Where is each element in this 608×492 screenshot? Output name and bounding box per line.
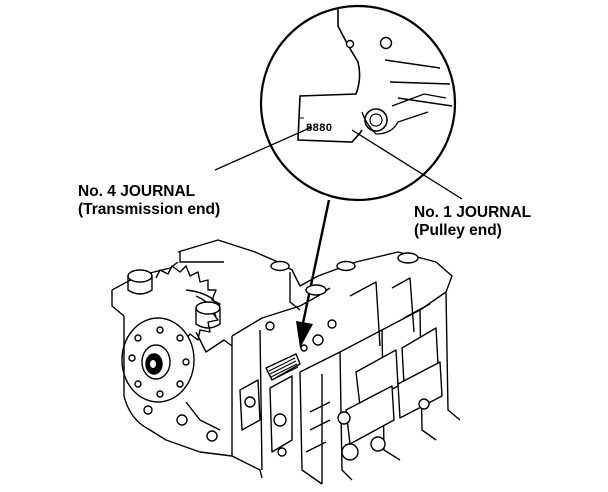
journal-4-subtitle: (Transmission end) bbox=[78, 201, 220, 218]
journal-code-plate bbox=[265, 353, 301, 381]
journal-1-title: No. 1 JOURNAL bbox=[414, 204, 531, 221]
block-top-outline bbox=[177, 239, 453, 293]
callout-journal-4: No. 4 JOURNAL (Transmission end) bbox=[78, 183, 220, 218]
inset-circle bbox=[259, 4, 457, 202]
inset-casting-edge bbox=[297, 8, 363, 143]
leader-lines bbox=[214, 126, 463, 200]
head-bolt-left-1 bbox=[127, 269, 153, 295]
leader-journal-1 bbox=[351, 129, 463, 200]
leader-journal-4 bbox=[214, 126, 313, 171]
journal-4-title: No. 4 JOURNAL bbox=[78, 183, 195, 200]
arrow-head bbox=[296, 321, 313, 348]
callout-journal-1: No. 1 JOURNAL (Pulley end) bbox=[414, 204, 531, 239]
inset-small-hole-1 bbox=[345, 39, 355, 49]
inset-small-hole-2 bbox=[379, 36, 393, 50]
crankshaft-pulley bbox=[121, 317, 195, 403]
journal-1-subtitle: (Pulley end) bbox=[414, 222, 502, 239]
magnified-inset: 8880 bbox=[259, 4, 457, 202]
head-bolt-left-2 bbox=[195, 301, 221, 329]
block-front-face bbox=[231, 336, 263, 479]
journal-code-stamp: 8880 bbox=[306, 122, 332, 134]
engine-block bbox=[111, 239, 461, 485]
